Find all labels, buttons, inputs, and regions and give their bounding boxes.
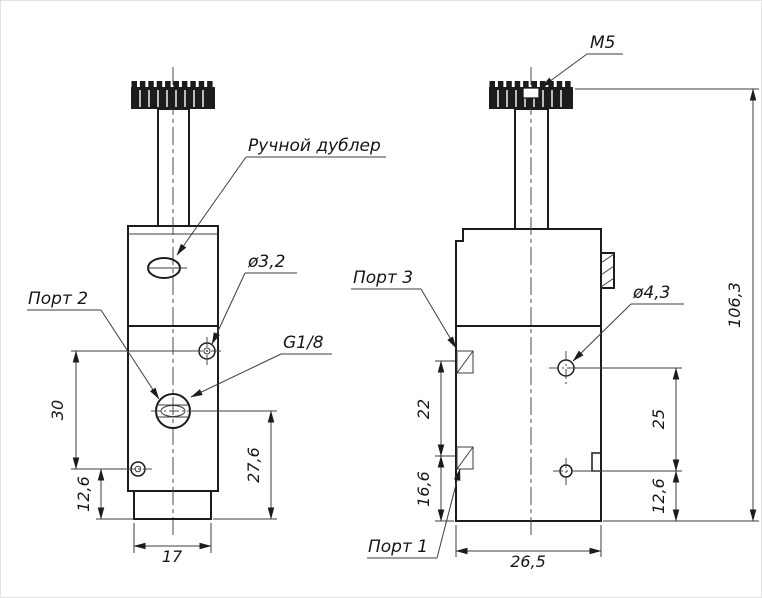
dim-16-6: 16,6 xyxy=(414,471,433,507)
leader-g18 xyxy=(190,353,282,398)
label-port2: Порт 2 xyxy=(28,289,88,309)
label-dia-3-2: ø3,2 xyxy=(247,252,285,272)
port3-boss-diagonal xyxy=(456,350,474,374)
mounting-hole-inner xyxy=(134,465,142,473)
leader-port1 xyxy=(436,468,461,559)
dimensions-front: 30 12,6 27,6 17 xyxy=(48,350,277,566)
hole-4-3-crosshair xyxy=(549,351,583,385)
knurled-knob-side xyxy=(489,81,573,109)
port1-boss xyxy=(456,446,474,470)
label-manual-override: Ручной дублер xyxy=(248,136,381,156)
label-port3: Порт 3 xyxy=(353,268,413,288)
dim-25: 25 xyxy=(649,409,668,429)
knurled-knob-front xyxy=(131,81,215,109)
m5-hole xyxy=(522,87,540,99)
side-protrusion-hatch xyxy=(600,253,615,288)
base-spigot-front xyxy=(133,490,212,520)
dim-12-6-right: 12,6 xyxy=(649,478,668,514)
dim-17: 17 xyxy=(162,547,183,566)
leader-m5 xyxy=(541,53,588,88)
front-view xyxy=(125,67,222,536)
dim-12-6-left: 12,6 xyxy=(74,476,93,512)
side-view xyxy=(455,67,615,536)
label-dia-4-3: ø4,3 xyxy=(632,283,670,303)
leader-dia-4-3 xyxy=(572,303,632,362)
label-g18-thread: G1/8 xyxy=(283,333,324,353)
dim-30: 30 xyxy=(48,400,67,420)
leader-dia-3-2 xyxy=(211,272,246,345)
hole-3-2-inner xyxy=(203,347,211,355)
leader-port2 xyxy=(100,309,160,400)
port1-boss-diagonal xyxy=(456,446,474,470)
dim-26-5: 26,5 xyxy=(510,552,546,571)
leader-manual-override xyxy=(176,156,247,256)
extension-lines-side xyxy=(435,88,759,557)
port3-boss xyxy=(456,350,474,374)
callouts: Ручной дублер Порт 2 ø3,2 G1/8 Порт 3 ø4… xyxy=(27,33,684,559)
hole-3-2-crosshair xyxy=(193,337,222,366)
leader-port3 xyxy=(420,288,457,349)
dim-27-6: 27,6 xyxy=(244,447,263,483)
label-port1: Порт 1 xyxy=(368,537,428,557)
valve-body-side xyxy=(455,228,602,522)
dim-106-3: 106,3 xyxy=(725,282,744,328)
dimensions-side: 22 16,6 25 12,6 106,3 26,5 xyxy=(414,88,759,571)
label-m5: M5 xyxy=(590,33,615,53)
dim-22: 22 xyxy=(414,399,433,419)
